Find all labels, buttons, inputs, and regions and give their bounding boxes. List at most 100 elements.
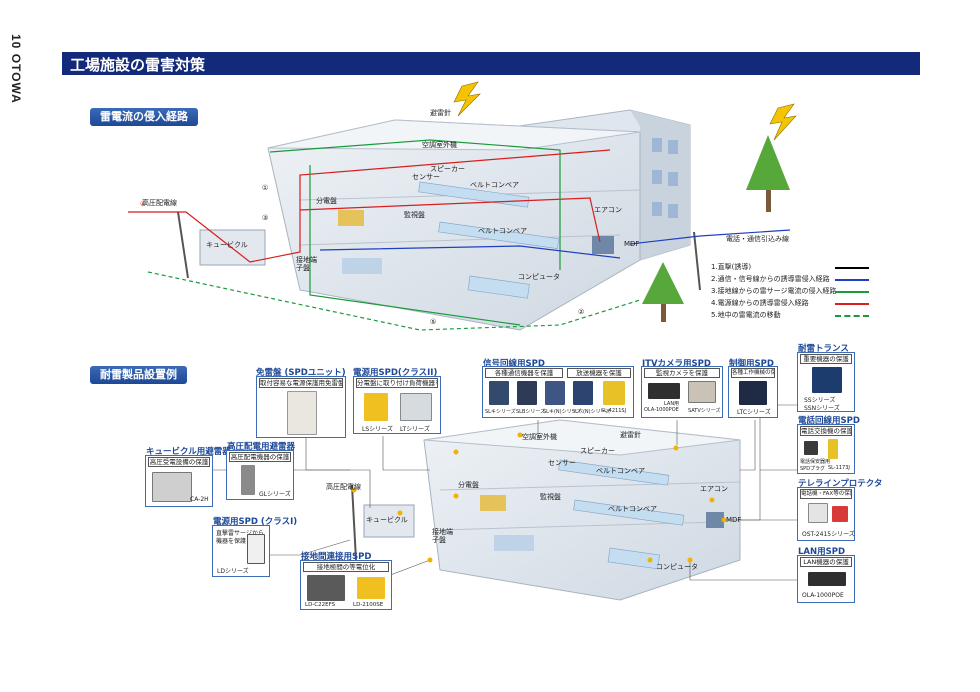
product-caption: 電話保安器用 xyxy=(800,459,831,465)
signal-spd-image xyxy=(573,381,593,405)
page-number: 10 OTOWA xyxy=(9,34,23,104)
label-belt-bottom-1: ベルトコンベア xyxy=(596,467,645,475)
label-belt-bottom-2: ベルトコンベア xyxy=(608,505,657,513)
product-box-ground-spd: 接地極間の等電位化 LD-C22EFS LD-2100SE xyxy=(300,560,392,610)
product-title-lan-spd: LAN用SPD xyxy=(798,547,846,557)
ca2h-image xyxy=(152,472,192,502)
product-box-teleline: 電話機・FAX等の保護 OST-2415シリーズ xyxy=(797,487,855,541)
label-sensor-bottom: センサー xyxy=(548,459,576,467)
marker-1: ① xyxy=(262,184,269,192)
ld-series-image xyxy=(247,534,265,564)
legend-item: 3.接地線からの雷サージ電流の侵入経路 xyxy=(711,286,881,298)
gl-series-image xyxy=(241,465,255,495)
product-box-phone-spd: 電話交換機の保護 電話保安器用 SPDプラグ SL-1173J xyxy=(797,424,855,474)
product-desc: 電話機・FAX等の保護 xyxy=(800,489,852,499)
product-title-power-spd2: 電源用SPD(クラスII) xyxy=(353,368,438,378)
tree-right-bottom xyxy=(642,262,684,322)
factory-building-top xyxy=(267,119,641,331)
product-desc: 重要機器の保護 xyxy=(800,354,852,364)
tree-right-top xyxy=(746,135,790,212)
section-label-installation: 耐雷製品設置例 xyxy=(90,366,187,384)
legend-item: 5.地中の雷電流の移動 xyxy=(711,310,881,322)
cubicle-top xyxy=(199,229,266,266)
product-desc: LAN機器の保護 xyxy=(800,557,852,567)
legend-item: 4.電源線からの誘導雷侵入経路 xyxy=(711,298,881,310)
factory-building-bottom xyxy=(423,419,741,601)
product-caption: SL-1173J xyxy=(828,465,850,471)
product-box-hv-arrester: 高圧配電機器の保護 GLシリーズ xyxy=(226,450,294,500)
label-ac-outdoor-bottom: 空調室外機 xyxy=(522,433,557,441)
utility-pole-left xyxy=(177,211,189,279)
product-desc: 放送機器を保護 xyxy=(567,368,631,378)
label-lightning-rod-bottom: 避雷針 xyxy=(620,431,641,439)
label-hv-line-bottom: 高圧配電線 xyxy=(326,483,361,491)
product-desc: 直撃雷サージから xyxy=(216,530,264,537)
product-caption: SPDプラグ xyxy=(800,466,826,472)
label-computer: コンピュータ xyxy=(518,273,560,281)
product-box-control-spd: 各種工作機械の保護 LTCシリーズ xyxy=(728,366,778,418)
product-caption: SLキ(N)シリーズ xyxy=(543,409,582,415)
product-title-transformer: 耐雷トランス xyxy=(798,344,849,354)
product-caption: SLベ(N)シリーズ xyxy=(572,409,611,415)
page-title-banner: 工場施設の雷害対策 xyxy=(62,52,920,75)
label-mdf: MDF xyxy=(624,240,640,248)
label-monitor-bottom: 監視盤 xyxy=(540,493,561,501)
product-caption: LTCシリーズ xyxy=(737,409,771,416)
satv-image xyxy=(688,381,716,403)
product-desc: 監視カメラを保護 xyxy=(644,368,720,378)
lightning-bolt-2 xyxy=(769,103,797,141)
product-box-transformer: 重要機器の保護 SSシリーズ SSNシリーズ xyxy=(797,352,855,412)
product-caption: CA-2H xyxy=(190,496,209,503)
spd-unit-image xyxy=(287,391,317,435)
ltc-image xyxy=(739,381,767,405)
product-title-camera-spd: ITVカメラ用SPD xyxy=(642,359,711,369)
product-title-spd-unit: 免雷盤 (SPDユニット) xyxy=(256,368,346,378)
label-distribution-bottom: 分電盤 xyxy=(458,481,479,489)
label-belt-1: ベルトコンベア xyxy=(470,181,519,189)
legend-item: 2.通信・信号線からの誘導雷侵入経路 xyxy=(711,274,881,286)
product-desc: 高圧受電設備の保護 xyxy=(148,457,210,467)
product-desc: 各種工作機械の保護 xyxy=(731,368,775,378)
lan-spd-image xyxy=(808,572,846,586)
product-box-power-spd1: 直撃雷サージから 機器を保護 LDシリーズ xyxy=(212,525,270,577)
product-box-power-spd2: 分電盤に取り付け負荷機器を保護 LSシリーズ LTシリーズ xyxy=(353,376,441,434)
label-distribution: 分電盤 xyxy=(316,197,337,205)
legend: 1.直撃(誘導) 2.通信・信号線からの誘導雷侵入経路 3.接地線からの雷サージ… xyxy=(711,262,881,322)
signal-spd-image xyxy=(517,381,537,405)
product-caption: SL-4211SJ xyxy=(601,408,627,414)
product-desc: 各種通信機器を保護 xyxy=(485,368,563,378)
product-title-power-spd1: 電源用SPD (クラスI) xyxy=(213,517,298,527)
marker-4: ④ xyxy=(140,200,147,208)
product-title-ground-spd: 接地間連接用SPD xyxy=(301,552,372,562)
product-caption: SLBシリーズ xyxy=(516,409,546,415)
product-desc: 取付容易な電源保護用免雷盤 xyxy=(259,378,343,388)
product-caption: LTシリーズ xyxy=(400,426,430,433)
product-desc: 機器を保護 xyxy=(216,538,247,545)
teleline-image xyxy=(832,506,848,522)
utility-pole-bottom xyxy=(351,484,357,561)
product-caption: LD-C22EFS xyxy=(305,602,336,608)
signal-spd-image xyxy=(489,381,509,405)
label-cubicle: キュービクル xyxy=(206,241,248,249)
signal-spd-image xyxy=(545,381,565,405)
product-box-signal-spd: 各種通信機器を保護 放送機器を保護 SLキシリーズ SLBシリーズ SLキ(N)… xyxy=(482,366,634,418)
product-desc: 分電盤に取り付け負荷機器を保護 xyxy=(356,378,438,388)
label-monitor: 監視盤 xyxy=(404,211,425,219)
product-desc: 高圧配電機器の保護 xyxy=(229,452,291,462)
signal-spd-image xyxy=(603,381,625,405)
product-desc: 電話交換機の保護 xyxy=(800,426,852,436)
ls-series-image xyxy=(364,393,388,421)
product-title-teleline: テレラインプロテクタ xyxy=(798,479,883,489)
product-caption: SLキシリーズ xyxy=(485,409,516,415)
cubicle-bottom xyxy=(363,504,415,538)
product-box-cubicle-arrester: 高圧受電設備の保護 CA-2H xyxy=(145,455,213,507)
page-title: 工場施設の雷害対策 xyxy=(70,56,206,74)
spd-plug-image xyxy=(804,441,818,455)
product-caption: SSNシリーズ xyxy=(804,405,840,412)
product-desc: 接地極間の等電位化 xyxy=(303,562,389,572)
product-box-spd-unit: 取付容易な電源保護用免雷盤 xyxy=(256,376,346,438)
lightning-bolt-1 xyxy=(453,81,481,117)
label-sensor: センサー xyxy=(412,173,440,181)
marker-5: ⑤ xyxy=(430,318,437,326)
